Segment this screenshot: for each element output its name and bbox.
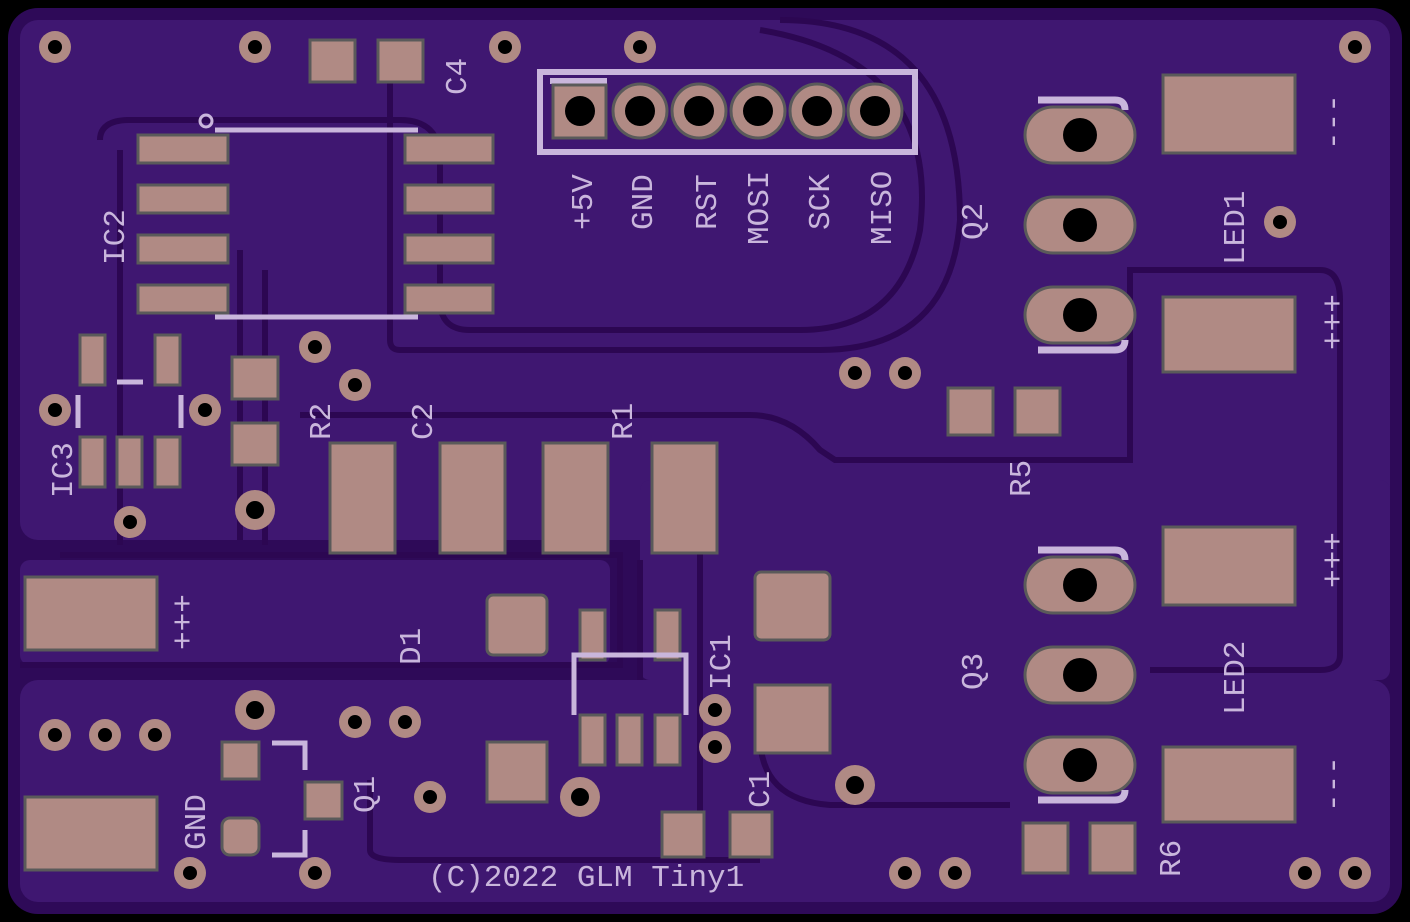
via [189, 394, 221, 426]
via [489, 31, 521, 63]
via [560, 777, 600, 817]
led-pads [1161, 73, 1297, 824]
traces [20, 17, 1343, 863]
label-ic2: IC2 [99, 209, 134, 265]
via [299, 331, 331, 363]
label-r6: R6 [1155, 840, 1190, 877]
header-pin-label: SCK [804, 174, 839, 230]
via [699, 731, 731, 763]
via [835, 765, 875, 805]
via [239, 31, 271, 63]
label-ic1: IC1 [705, 634, 740, 690]
label-c2: C2 [407, 403, 442, 440]
header-pin-label: MOSI [743, 171, 778, 245]
via [235, 690, 275, 730]
r5-pads [946, 386, 1062, 437]
via [1289, 857, 1321, 889]
via [89, 719, 121, 751]
big-pads [753, 570, 832, 755]
via [39, 394, 71, 426]
label-ic3: IC3 [47, 442, 82, 498]
via [1339, 31, 1371, 63]
large-smd-pads [23, 441, 719, 872]
header-pin-label: MISO [866, 171, 901, 245]
via [624, 31, 656, 63]
via [389, 706, 421, 738]
label-c4: C4 [441, 58, 476, 95]
via [414, 781, 446, 813]
via [39, 31, 71, 63]
via [889, 357, 921, 389]
label-r2: R2 [305, 403, 340, 440]
via [339, 369, 371, 401]
label-led2-plus: +++ [1317, 532, 1352, 588]
label-c1: C1 [744, 771, 779, 808]
q2-footprint [1023, 96, 1137, 354]
ic1-footprint [571, 608, 689, 767]
label-led1: LED1 [1219, 191, 1254, 265]
header-pin-label: +5V [567, 174, 602, 230]
label-q2: Q2 [957, 203, 992, 240]
via [39, 719, 71, 751]
label-d1: D1 [395, 628, 430, 665]
via [699, 694, 731, 726]
ic3-footprint [75, 333, 184, 489]
label-gnd: GND [180, 794, 215, 850]
label-led2: LED2 [1219, 641, 1254, 715]
d1-pads [485, 593, 549, 804]
r6-pads [1021, 821, 1137, 875]
header-pin-label: GND [627, 174, 662, 230]
label-q1: Q1 [349, 776, 384, 813]
silkscreen-labels: C4 IC2 IC3 R2 C2 R1 R5 Q2 LED1 D1 IC1 C1… [47, 58, 1352, 896]
via [339, 706, 371, 738]
via [299, 857, 331, 889]
label-led1-minus: --- [1317, 94, 1352, 150]
via [114, 506, 146, 538]
via [939, 857, 971, 889]
via [139, 719, 171, 751]
cap-pads [230, 355, 280, 467]
ic2-footprint [136, 113, 495, 320]
label-power-plus: +++ [167, 594, 202, 650]
via [174, 857, 206, 889]
c4-pads [308, 38, 425, 84]
label-led2-minus: --- [1317, 756, 1352, 812]
via [1339, 857, 1371, 889]
via [889, 857, 921, 889]
label-r1: R1 [607, 403, 642, 440]
programming-header [537, 69, 918, 155]
via [235, 490, 275, 530]
pin1-marker [198, 113, 214, 129]
label-r5: R5 [1005, 460, 1040, 497]
q1-footprint [220, 740, 344, 858]
via [839, 357, 871, 389]
q3-footprint [1023, 546, 1137, 804]
copyright-text: (C)2022 GLM Tiny1 [428, 861, 744, 896]
label-led1-plus: +++ [1317, 294, 1352, 350]
via [1264, 206, 1296, 238]
c1-pads [660, 810, 774, 859]
label-q3: Q3 [957, 653, 992, 690]
header-pin-label: RST [691, 174, 726, 230]
through-holes [39, 31, 1371, 889]
